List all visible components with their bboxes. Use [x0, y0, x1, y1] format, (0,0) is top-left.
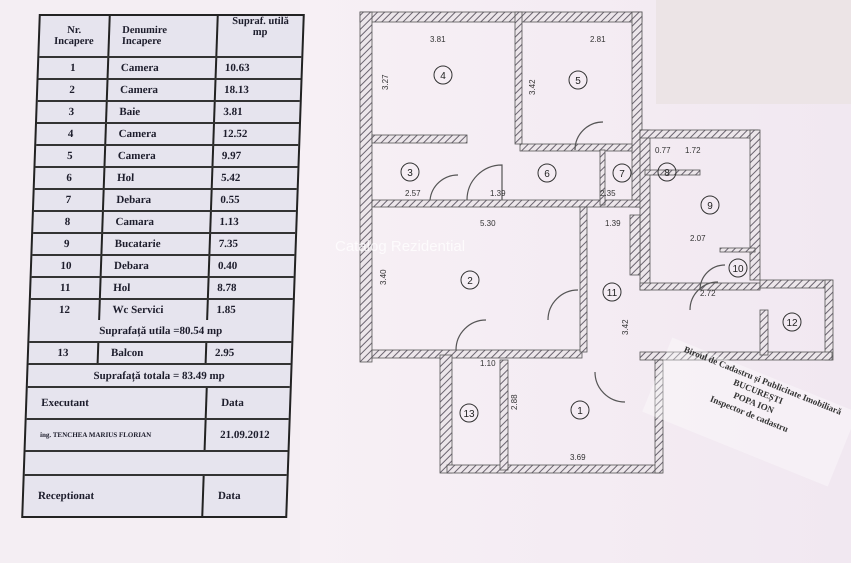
room-number-circle: [728, 258, 748, 278]
dimension-label: 2.81: [590, 35, 606, 44]
room-number-circle: [400, 162, 420, 182]
wall: [579, 206, 588, 353]
room-number: 10: [732, 264, 744, 275]
room-number: 8: [664, 168, 670, 179]
dimension-label: 3.40: [379, 269, 388, 285]
room-number: 3: [407, 168, 413, 179]
room-number-circle: [782, 312, 802, 332]
wall: [359, 11, 643, 23]
wall: [639, 129, 651, 291]
room-number-circle: [433, 65, 453, 85]
door-swing-icon: [689, 281, 719, 311]
room-number-circle: [460, 270, 480, 290]
dimension-label: 3.81: [430, 35, 446, 44]
door-swing-icon: [574, 121, 604, 151]
wall: [499, 359, 509, 471]
room-number-circle: [602, 282, 622, 302]
dimension-label: 1.39: [605, 219, 621, 228]
dimension-label: 2.72: [700, 289, 716, 298]
wall: [439, 354, 453, 474]
dimension-label: 3.42: [528, 79, 537, 95]
room-number: 11: [607, 288, 618, 299]
wall: [639, 351, 833, 361]
background-corner: [656, 0, 851, 104]
door-swing-icon: [455, 319, 487, 351]
dimension-label: 5.30: [480, 219, 496, 228]
room-number: 2: [467, 276, 473, 287]
room-number-circle: [657, 162, 677, 182]
wall: [371, 134, 468, 144]
room-number-circle: [570, 400, 590, 420]
room-number: 9: [707, 201, 713, 212]
dimension-label: 0.77: [655, 146, 671, 155]
dimension-label: 2.88: [510, 394, 519, 410]
wall: [359, 11, 373, 363]
wall: [749, 129, 761, 281]
door-swing-icon: [429, 174, 459, 201]
wall: [514, 11, 523, 145]
dimension-label: 1.72: [685, 146, 701, 155]
wall: [759, 279, 833, 289]
wall: [759, 309, 769, 356]
wall: [599, 149, 606, 206]
dimension-label: 1.39: [490, 189, 506, 198]
room-number: 12: [786, 318, 798, 329]
watermark: Catalog Rezidential: [335, 238, 466, 255]
room-number-circle: [612, 163, 632, 183]
door-swing-icon: [594, 371, 626, 403]
room-number: 7: [619, 169, 625, 180]
door-swing-icon: [466, 164, 503, 201]
room-number: 13: [463, 409, 475, 420]
room-number: 5: [575, 76, 581, 87]
dimension-label: 2.07: [690, 234, 706, 243]
room-number-circle: [537, 163, 557, 183]
dimension-label: 3.42: [621, 319, 630, 335]
wall: [654, 359, 664, 474]
wall: [629, 214, 641, 276]
door-swing-icon: [547, 289, 579, 321]
wall: [639, 129, 759, 139]
wall: [719, 247, 756, 253]
wall: [371, 349, 583, 359]
room-number: 6: [544, 169, 550, 180]
room-number: 4: [440, 71, 446, 82]
room-number: 1: [577, 406, 583, 417]
dimension-label: 2.57: [405, 189, 421, 198]
wall: [824, 279, 834, 361]
room-number-circle: [568, 70, 588, 90]
door-swing-icon: [699, 264, 726, 291]
room-number-circle: [459, 403, 479, 423]
dimension-label: 2.35: [600, 189, 616, 198]
dimension-label: 3.27: [381, 74, 390, 90]
room-number-circle: [700, 195, 720, 215]
wall: [644, 169, 701, 176]
dimension-label: 1.10: [480, 359, 496, 368]
dimension-label: 3.69: [570, 453, 586, 462]
wall: [446, 464, 663, 474]
